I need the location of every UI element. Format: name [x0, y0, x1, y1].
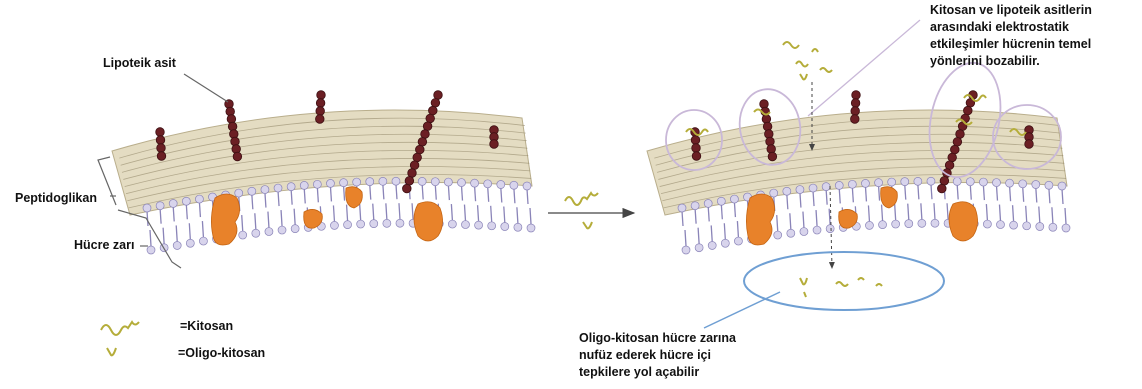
- penetration-callout-line: [704, 292, 780, 328]
- peptidoglycan-bracket: [98, 157, 116, 205]
- peptidoglycan-layer-treated: [647, 110, 1067, 215]
- legend-chitosan-symbol: [101, 322, 139, 335]
- cell-membrane-label: Hücre zarı: [74, 237, 134, 253]
- oligo-chitosan-penetration-note: Oligo-kitosan hücre zarına nufüz ederek …: [579, 330, 736, 381]
- chitosan-fragments-outside: [783, 42, 832, 79]
- arrow-chitosan-symbol: [565, 193, 598, 205]
- legend-oligo-chitosan-label: =Oligo-kitosan: [178, 345, 265, 361]
- electrostatic-interaction-note: Kitosan ve lipoteik asitlerin arasındaki…: [930, 2, 1092, 70]
- lipoteichoic-acid-label: Lipoteik asit: [103, 55, 176, 71]
- untreated-cell-envelope: [112, 91, 535, 254]
- legend-chitosan-label: =Kitosan: [180, 318, 233, 334]
- arrow-oligo-chitosan-symbol: [583, 222, 592, 228]
- oligo-chitosan-intracellular: [800, 278, 882, 297]
- peptidoglycan-layer: [112, 110, 532, 215]
- peptidoglycan-label: Peptidoglikan: [15, 190, 97, 206]
- cytoplasm-ellipse: [744, 252, 944, 310]
- lipoteichoic-pointer-line: [184, 74, 228, 102]
- legend-oligo-chitosan-symbol: [107, 348, 116, 355]
